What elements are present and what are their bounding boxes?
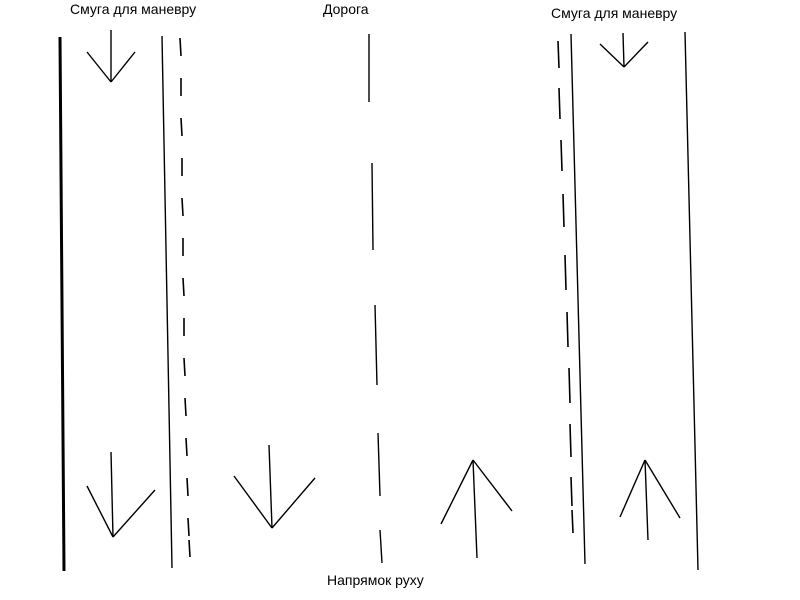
- arrow-head-right: [623, 41, 649, 68]
- down-arrow-top-left: [86, 30, 136, 83]
- dash-segment: [377, 432, 381, 497]
- arrow-head-left: [619, 459, 646, 518]
- center-dashed-line: [368, 34, 383, 564]
- dash-segment: [571, 509, 574, 534]
- dash-segment: [187, 517, 190, 537]
- direction-label: Напрямок руху: [327, 572, 424, 588]
- right-lane-solid-line: [570, 33, 586, 565]
- arrow-head-left: [440, 459, 474, 525]
- dash-segment: [185, 437, 188, 457]
- road-label: Дорога: [323, 1, 369, 17]
- dash-segment: [566, 311, 569, 348]
- left-lane-label: Смуга для маневру: [70, 1, 197, 17]
- right-road-edge: [684, 31, 699, 571]
- dash-segment: [181, 197, 184, 217]
- arrow-head-right: [472, 459, 513, 512]
- dash-segment: [564, 254, 567, 291]
- dash-segment: [371, 162, 374, 251]
- dash-segment: [184, 397, 187, 417]
- dash-segment: [557, 40, 560, 69]
- arrow-shaft: [644, 459, 649, 541]
- dash-segment: [188, 539, 191, 558]
- dash-segment: [569, 423, 572, 458]
- dash-segment: [568, 367, 571, 404]
- arrow-head-right: [644, 459, 681, 519]
- dash-segment: [180, 117, 183, 137]
- left-lane-solid-line: [161, 35, 173, 569]
- dash-segment: [558, 87, 561, 120]
- dash-segment: [379, 529, 383, 564]
- dash-segment: [562, 193, 565, 228]
- right-lane-label: Смуга для маневру: [551, 5, 678, 21]
- up-arrow-bottom-right: [619, 459, 681, 541]
- down-arrow-top-right: [599, 32, 649, 68]
- dash-segment: [182, 277, 185, 297]
- arrow-shaft: [472, 459, 478, 559]
- arrow-shaft: [622, 32, 625, 68]
- arrow-head-right: [112, 489, 156, 538]
- dash-segment: [560, 139, 563, 172]
- arrow-head-left: [233, 475, 273, 529]
- right-dashed-line: [557, 40, 574, 534]
- left-road-edge: [58, 36, 66, 572]
- arrow-head-right: [110, 51, 136, 83]
- dash-segment: [179, 37, 182, 57]
- dash-segment: [374, 304, 378, 386]
- arrow-shaft: [268, 444, 273, 529]
- dash-segment: [183, 357, 186, 377]
- dash-segment: [570, 476, 573, 507]
- up-arrow-center-right: [440, 459, 513, 559]
- arrow-head-left: [86, 51, 112, 83]
- down-arrow-bottom-left: [86, 451, 156, 538]
- arrow-head-left: [599, 43, 625, 68]
- arrow-head-left: [86, 485, 114, 538]
- dash-segment: [186, 477, 189, 497]
- arrow-head-right: [271, 477, 316, 529]
- left-dashed-line: [179, 37, 191, 558]
- arrow-shaft: [110, 451, 114, 538]
- down-arrow-center-left: [233, 444, 316, 529]
